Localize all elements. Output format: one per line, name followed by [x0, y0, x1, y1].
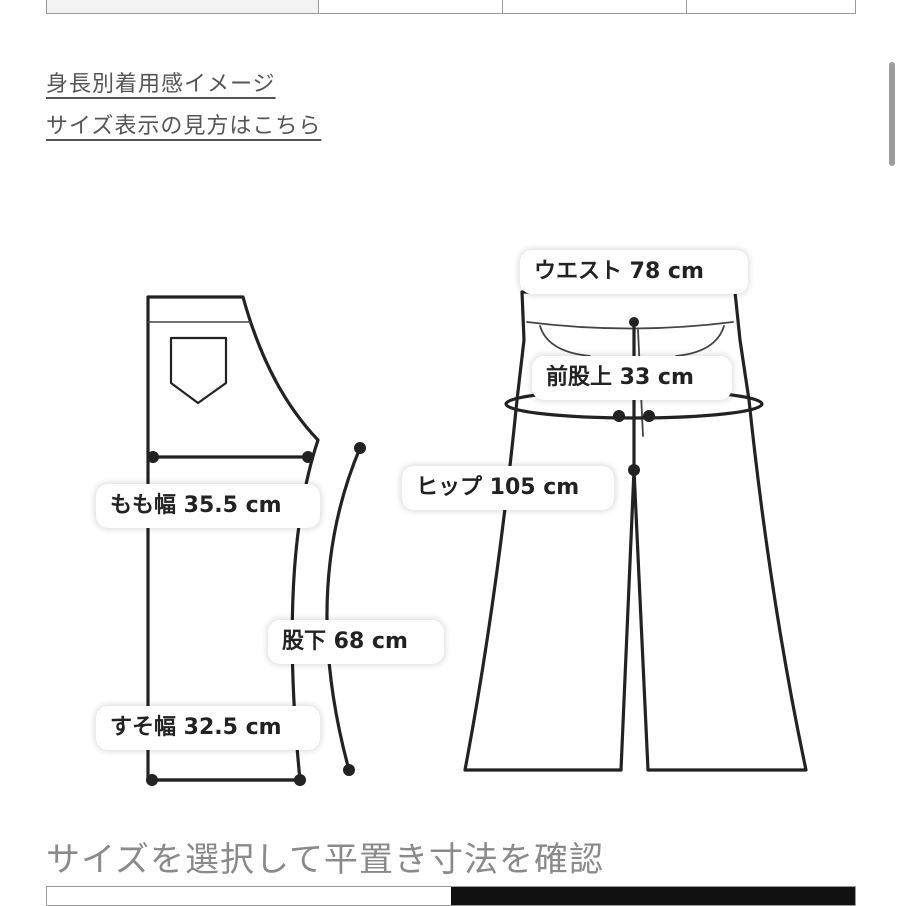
back-pocket: [169, 336, 228, 405]
size-guide-link[interactable]: サイズ表示の見方はこちら: [46, 114, 322, 139]
inseam-measurement-label: 股下 68 cm: [268, 620, 444, 664]
measure-dot: [643, 410, 655, 422]
pants-front-view: [463, 290, 808, 772]
thigh-measurement-label: もも幅 35.5 cm: [96, 484, 320, 528]
hip-measurement-label: ヒップ 105 cm: [402, 466, 614, 510]
scrollbar-thumb[interactable]: [889, 62, 895, 166]
inseam-measure-line: [325, 446, 362, 772]
size-select-heading: サイズを選択して平置き寸法を確認: [46, 840, 604, 880]
measure-dot: [629, 317, 639, 327]
hem-measurement-label: すそ幅 32.5 cm: [96, 706, 320, 750]
measure-dot: [302, 451, 314, 463]
measure-dot: [613, 410, 625, 422]
size-option-selected[interactable]: [451, 887, 855, 905]
size-table-cell: [47, 0, 319, 13]
front-rise-measurement-label: 前股上 33 cm: [532, 356, 732, 400]
measure-dot: [354, 442, 366, 454]
waist-measurement-label: ウエスト 78 cm: [520, 250, 748, 294]
measure-dot: [628, 464, 640, 476]
measure-dot: [146, 774, 158, 786]
measure-dot: [147, 451, 159, 463]
size-table-cell: [503, 0, 687, 13]
measure-dot: [343, 764, 355, 776]
size-selector[interactable]: [46, 886, 856, 906]
size-table-row: [46, 0, 856, 14]
measure-dot: [294, 774, 306, 786]
height-fit-link[interactable]: 身長別着用感イメージ: [46, 72, 276, 97]
pants-side-view: [146, 295, 320, 782]
size-option[interactable]: [47, 887, 451, 905]
size-table-cell: [319, 0, 503, 13]
